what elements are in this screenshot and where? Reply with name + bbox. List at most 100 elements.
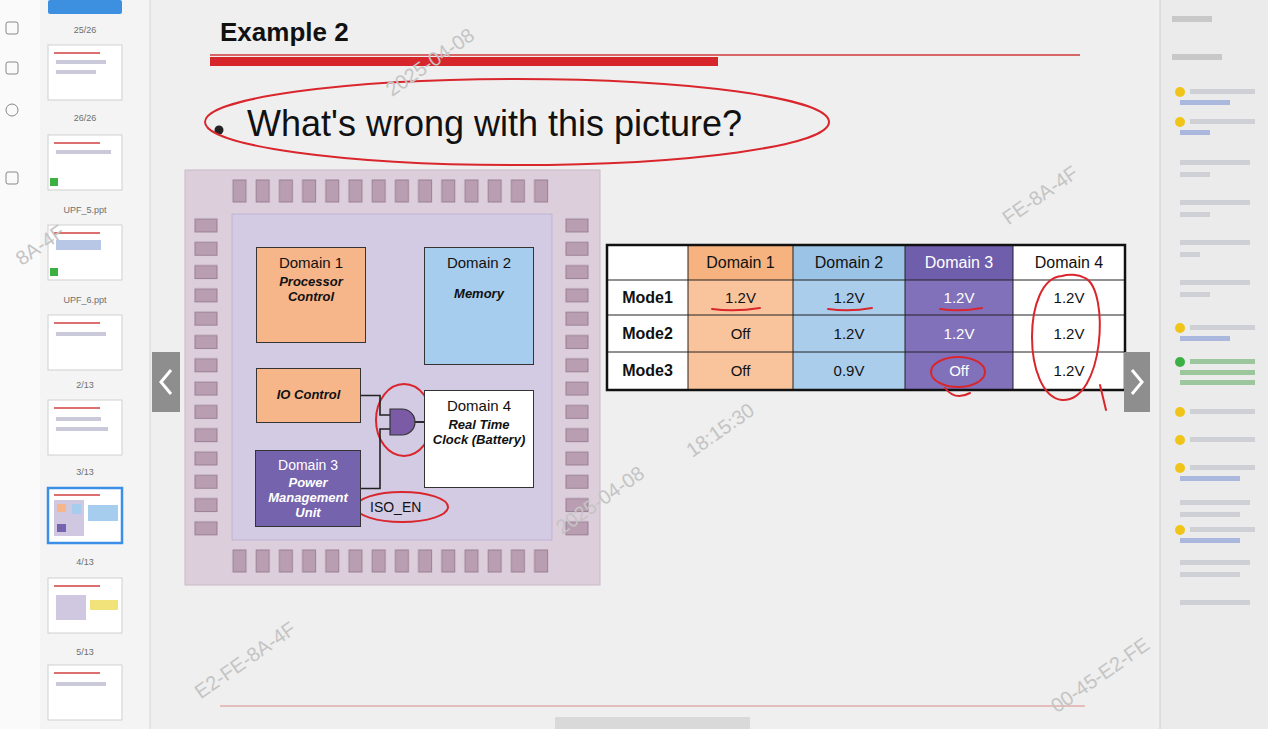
box-body: Processor Control — [261, 275, 361, 305]
label-holder: 1.2V — [905, 315, 1013, 352]
label-holder: Domain 1 — [688, 245, 793, 280]
grid-line — [607, 352, 1125, 353]
label-holder: FE-8A-4F — [998, 160, 1083, 229]
chat-panel — [1160, 0, 1268, 729]
table-cell: Off — [949, 362, 969, 380]
chat-line — [1180, 212, 1210, 217]
table-cell: 1.2V — [834, 289, 865, 307]
label-holder: Domain 4 — [1013, 245, 1125, 280]
box-heading: Domain 4 — [447, 397, 511, 414]
table-header: Domain 2 — [815, 253, 883, 272]
chat-line — [1190, 89, 1255, 94]
table-column — [607, 245, 688, 390]
slide-thumbnails — [48, 45, 122, 720]
slide-sidebar — [0, 0, 150, 729]
chat-line — [1190, 527, 1255, 532]
label-holder: 26/26 — [48, 112, 122, 125]
chat-line — [1180, 370, 1255, 375]
thumbnail-title-bars — [54, 53, 100, 673]
label-holder: 5/13 — [48, 646, 122, 659]
box-body: Power Management Unit — [260, 476, 356, 521]
chat-header-bar — [1172, 54, 1222, 60]
table-cell: 1.2V — [725, 289, 756, 307]
avatar — [1175, 117, 1185, 127]
box-heading: Domain 2 — [447, 254, 511, 271]
table-header-cell — [793, 245, 905, 280]
thumb-bar — [54, 322, 100, 324]
domain-box: Domain 1Processor Control — [256, 247, 366, 343]
thumbnail — [48, 400, 122, 455]
pad-ring — [185, 170, 600, 585]
watermark: 18:15:30 — [682, 399, 758, 462]
grid-line — [607, 315, 1125, 316]
domain-box: Domain 2Memory — [424, 247, 534, 365]
chat-line — [1180, 252, 1200, 257]
thumb-chip — [54, 500, 84, 536]
pen-underline — [712, 308, 760, 310]
label-holder: What's wrong with this picture? — [247, 101, 742, 147]
next-button — [1124, 352, 1150, 412]
grid-line — [793, 245, 794, 390]
label-holder: 4/13 — [48, 556, 122, 569]
thumb-bar — [54, 585, 100, 587]
thumbnail — [48, 45, 122, 100]
connectors — [361, 396, 424, 489]
label-holder: 1.2V — [1013, 352, 1125, 390]
tool-icon — [6, 22, 18, 34]
chat-line — [1180, 572, 1240, 577]
table-cell: Off — [731, 362, 751, 380]
thumbnail-selected — [48, 488, 122, 543]
table-header: Domain 1 — [706, 253, 774, 272]
label-holder: 1.2V — [1013, 315, 1125, 352]
pad-column — [185, 214, 230, 540]
thumb-table — [88, 505, 118, 521]
label-holder: Domain 2 — [793, 245, 905, 280]
box-heading: Domain 3 — [278, 457, 338, 473]
chat-line — [1180, 560, 1250, 565]
chat-line — [1180, 240, 1250, 245]
label-holder: 3/13 — [48, 466, 122, 479]
mode-name: Mode2 — [622, 324, 673, 343]
table-cell: 1.2V — [1054, 289, 1085, 307]
table-cell: Off — [731, 325, 751, 343]
thumbnail — [48, 315, 122, 370]
chat-lines — [1180, 89, 1255, 605]
label-holder: 25/26 — [48, 24, 122, 37]
box-heading: IO Control — [277, 388, 341, 403]
signal-name: ISO_EN — [370, 499, 421, 516]
label-holder: Domain 3 — [905, 245, 1013, 280]
table-column — [793, 245, 905, 390]
chat-line — [1180, 160, 1250, 165]
table-header-cell — [905, 245, 1013, 280]
chat-line — [1180, 280, 1250, 285]
label-holder: UPF_6.ppt — [48, 294, 122, 307]
tool-icon — [6, 172, 18, 184]
thumb-line — [56, 70, 96, 74]
next-chevron — [1132, 370, 1142, 394]
label-holder: UPF_5.ppt — [48, 204, 122, 217]
pen-circle — [356, 492, 448, 522]
slide-number: 5/13 — [76, 647, 94, 658]
thumb-line — [56, 332, 106, 336]
table-header-cell — [688, 245, 793, 280]
slide-number: UPF_6.ppt — [63, 295, 106, 306]
thumb-box — [57, 504, 66, 512]
slide-number: 25/26 — [74, 25, 97, 36]
avatar — [1175, 435, 1185, 445]
mode-name: Mode3 — [622, 361, 673, 380]
label-holder: ISO_EN — [370, 498, 421, 516]
label-holder: 1.2V — [793, 315, 905, 352]
thumbnail-content — [54, 60, 118, 686]
thumb-bar — [54, 52, 100, 54]
table-cell: 1.2V — [944, 325, 975, 343]
status-mark — [50, 178, 58, 186]
sidebar-panel — [0, 0, 150, 729]
chat-line — [1180, 380, 1255, 385]
prev-button — [152, 352, 180, 412]
table-column — [1013, 245, 1125, 390]
pen-circle — [931, 357, 985, 387]
chat-line — [1180, 476, 1240, 481]
sidebar-border — [150, 0, 151, 729]
thumbnail — [48, 578, 122, 633]
avatar — [1175, 463, 1185, 473]
